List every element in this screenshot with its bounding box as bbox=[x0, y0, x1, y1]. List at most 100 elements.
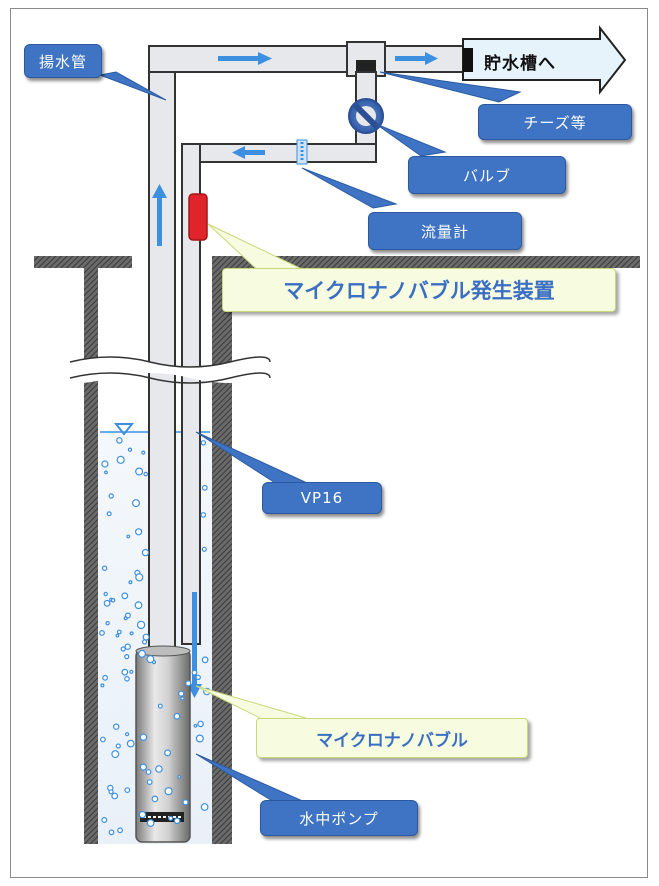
submersible-pump bbox=[135, 645, 191, 843]
bubble bbox=[201, 484, 208, 491]
bubble bbox=[111, 750, 120, 759]
riser-pipe bbox=[148, 45, 176, 657]
bubble bbox=[164, 749, 172, 757]
bubble bbox=[195, 674, 201, 681]
destination-label: 貯水槽へ bbox=[484, 54, 556, 74]
bubble bbox=[100, 683, 105, 688]
bubble bbox=[101, 460, 109, 468]
flowmeter-icon bbox=[296, 139, 308, 165]
bubble bbox=[103, 591, 108, 597]
bubble bbox=[191, 669, 198, 676]
tee-label: チーズ等 bbox=[478, 104, 632, 140]
vp16-pipe bbox=[181, 143, 201, 645]
bubble bbox=[164, 787, 173, 796]
bubble bbox=[115, 743, 121, 749]
bubble bbox=[128, 580, 133, 585]
bubble bbox=[182, 799, 189, 806]
bubble bbox=[124, 787, 131, 793]
bubble bbox=[136, 620, 146, 630]
bubble bbox=[146, 655, 155, 664]
bubble bbox=[124, 675, 130, 682]
bubble bbox=[157, 703, 163, 709]
bubble bbox=[120, 646, 126, 652]
bubble bbox=[135, 467, 144, 476]
return-pipe bbox=[181, 143, 377, 163]
bubble bbox=[115, 633, 120, 638]
bubble bbox=[135, 573, 144, 582]
bubble bbox=[146, 819, 155, 827]
bubble bbox=[143, 471, 149, 477]
bubble bbox=[108, 829, 115, 836]
bubble bbox=[142, 633, 150, 641]
riser-pipe-label: 揚水管 bbox=[24, 44, 102, 78]
bubble bbox=[112, 723, 120, 730]
ground-wall-left bbox=[34, 256, 132, 844]
bubble bbox=[180, 696, 185, 701]
bubble bbox=[177, 775, 182, 779]
water-level-icon bbox=[113, 423, 135, 436]
bubble bbox=[195, 734, 204, 743]
bubble bbox=[123, 616, 128, 621]
bubble bbox=[193, 723, 198, 728]
generator-label: マイクロナノバブル発生装置 bbox=[222, 268, 616, 312]
pump-label: 水中ポンプ bbox=[260, 800, 418, 836]
bubble bbox=[201, 656, 209, 664]
bubble bbox=[200, 803, 209, 811]
bubble-icon bbox=[99, 437, 211, 836]
bubble bbox=[108, 493, 114, 499]
bubble bbox=[142, 639, 148, 645]
bubble bbox=[101, 565, 108, 571]
bubble bbox=[117, 827, 123, 834]
section-break bbox=[70, 357, 270, 383]
bubble bbox=[185, 680, 192, 687]
bubble bbox=[200, 512, 207, 518]
vp16-label: VP16 bbox=[262, 482, 382, 514]
bubble bbox=[168, 815, 174, 821]
bubble bbox=[173, 817, 181, 825]
bubble bbox=[111, 792, 119, 800]
bubble bbox=[104, 470, 108, 475]
bubble bbox=[155, 765, 163, 773]
bubble bbox=[134, 601, 143, 610]
bubble bbox=[121, 668, 129, 676]
bubble bbox=[129, 631, 134, 636]
bubble bbox=[135, 528, 143, 536]
bubble bbox=[126, 739, 135, 748]
generator-device bbox=[188, 193, 208, 241]
bubble bbox=[127, 447, 133, 452]
bubble bbox=[121, 592, 129, 600]
bubble bbox=[110, 597, 116, 603]
bubble bbox=[124, 653, 130, 660]
bubble bbox=[126, 534, 131, 539]
bubble bbox=[151, 795, 159, 803]
destination-arrow bbox=[462, 25, 627, 95]
bubble bbox=[145, 769, 152, 775]
bubble bbox=[116, 455, 125, 464]
bubble bbox=[139, 763, 147, 771]
bubble bbox=[138, 810, 147, 819]
bubble bbox=[132, 499, 141, 508]
bubble bbox=[178, 690, 185, 697]
bubble bbox=[106, 511, 112, 517]
bubble bbox=[124, 643, 131, 650]
bubble bbox=[105, 621, 110, 626]
bubble bbox=[173, 712, 181, 720]
microbubble-label: マイクロナノバブル bbox=[256, 718, 528, 758]
bubble bbox=[116, 437, 123, 444]
valve-icon bbox=[348, 98, 384, 134]
bubble bbox=[108, 789, 114, 795]
bubble bbox=[103, 599, 111, 607]
bubble bbox=[201, 546, 207, 552]
bubble bbox=[197, 720, 204, 728]
bubble bbox=[141, 548, 150, 557]
bubble bbox=[99, 630, 105, 636]
bubble bbox=[200, 440, 207, 446]
bubble bbox=[124, 732, 130, 737]
bubble bbox=[102, 674, 108, 681]
bubble bbox=[129, 669, 134, 674]
bubble bbox=[141, 450, 146, 455]
bubble bbox=[101, 816, 108, 823]
bubble bbox=[116, 629, 122, 635]
